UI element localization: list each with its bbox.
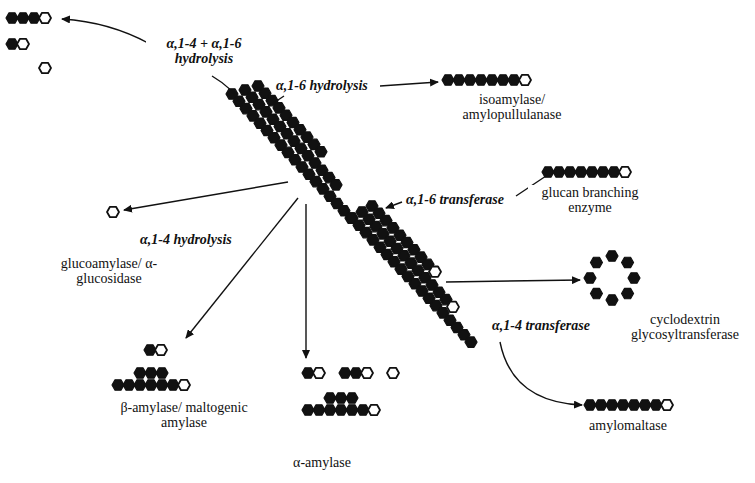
glucose-unit bbox=[519, 75, 531, 85]
glucose-unit bbox=[330, 180, 342, 190]
reaction-label: α,1-6 hydrolysis bbox=[274, 78, 370, 93]
glucose-unit bbox=[302, 405, 314, 415]
glucose-unit bbox=[335, 405, 347, 415]
glucose-unit bbox=[178, 380, 190, 390]
glucose-unit bbox=[606, 295, 618, 305]
glucose-unit bbox=[586, 167, 598, 177]
glucose-unit bbox=[134, 368, 146, 378]
glucose-unit bbox=[584, 273, 596, 283]
glucose-unit bbox=[606, 400, 618, 410]
glucose-unit bbox=[453, 75, 465, 85]
reaction-label: α,1-4 transferase bbox=[490, 318, 592, 333]
arrow bbox=[186, 198, 298, 338]
glucose-unit bbox=[595, 400, 607, 410]
glucose-unit bbox=[339, 368, 351, 378]
reaction-label: α,1-6 transferase bbox=[404, 192, 506, 207]
reaction-label: α,1-4 + α,1-6 hydrolysis bbox=[146, 36, 262, 67]
glucose-unit bbox=[17, 39, 29, 49]
glucose-unit bbox=[442, 75, 454, 85]
enzyme-label: glucan branching enzyme bbox=[528, 185, 652, 216]
glucose-unit bbox=[346, 405, 358, 415]
glucose-unit bbox=[123, 380, 135, 390]
glucose-unit bbox=[617, 400, 629, 410]
glucose-unit bbox=[145, 368, 157, 378]
glucose-unit bbox=[542, 167, 554, 177]
glucose-unit bbox=[335, 393, 347, 403]
glucose-unit bbox=[6, 13, 18, 23]
glucose-unit bbox=[447, 302, 459, 312]
glucose-unit bbox=[313, 368, 325, 378]
glucose-unit bbox=[628, 400, 640, 410]
arrow bbox=[305, 204, 306, 358]
glucose-unit bbox=[17, 13, 29, 23]
enzyme-label: cyclodextrin glycosyltransferase bbox=[619, 312, 751, 343]
glucose-unit bbox=[619, 167, 631, 177]
glucose-unit bbox=[628, 273, 640, 283]
glucose-unit bbox=[606, 251, 618, 261]
leader-line bbox=[212, 76, 240, 102]
glucose-unit bbox=[564, 167, 576, 177]
glucose-unit bbox=[315, 147, 327, 157]
glucose-unit bbox=[156, 380, 168, 390]
glucose-unit bbox=[324, 393, 336, 403]
glucose-unit bbox=[361, 368, 373, 378]
glucose-unit bbox=[575, 167, 587, 177]
glucose-units bbox=[6, 13, 673, 415]
arrow bbox=[386, 202, 402, 208]
glucose-unit bbox=[313, 405, 325, 415]
arrow bbox=[124, 182, 288, 210]
glucose-unit bbox=[39, 13, 51, 23]
glucose-unit bbox=[464, 75, 476, 85]
enzyme-label: amylomaltase bbox=[570, 418, 686, 433]
glucose-unit bbox=[387, 368, 399, 378]
glucose-unit bbox=[661, 400, 673, 410]
glucose-unit bbox=[590, 257, 602, 267]
glucose-unit bbox=[155, 345, 167, 355]
glucose-unit bbox=[486, 75, 498, 85]
glucose-unit bbox=[39, 63, 51, 73]
enzyme-label: β-amylase/ maltogenic amylase bbox=[110, 400, 258, 431]
glucose-unit bbox=[368, 405, 380, 415]
enzyme-label: glucoamylase/ α-glucosidase bbox=[45, 256, 173, 287]
glucose-unit bbox=[134, 380, 146, 390]
glucose-unit bbox=[145, 380, 157, 390]
glucose-unit bbox=[324, 405, 336, 415]
arrow bbox=[500, 342, 582, 405]
glucose-unit bbox=[597, 167, 609, 177]
arrow bbox=[380, 82, 438, 86]
glucose-unit bbox=[107, 207, 119, 217]
glucose-unit bbox=[465, 337, 477, 347]
glucose-unit bbox=[553, 167, 565, 177]
glucose-unit bbox=[429, 267, 441, 277]
glucose-unit bbox=[156, 368, 168, 378]
reaction-label: α,1-4 hydrolysis bbox=[138, 232, 234, 247]
arrow bbox=[62, 19, 150, 44]
enzyme-label: isoamylase/ amylopullulanase bbox=[440, 92, 584, 123]
arrow bbox=[446, 280, 580, 282]
glucose-unit bbox=[590, 288, 602, 298]
glucose-unit bbox=[622, 288, 634, 298]
glucose-unit bbox=[346, 393, 358, 403]
glucose-unit bbox=[622, 257, 634, 267]
glucose-unit bbox=[497, 75, 509, 85]
enzyme-label: α-amylase bbox=[270, 455, 374, 470]
glucose-unit bbox=[475, 75, 487, 85]
leader-line bbox=[266, 96, 284, 108]
glucose-unit bbox=[584, 400, 596, 410]
glucose-unit bbox=[639, 400, 651, 410]
reaction-arrows bbox=[62, 19, 582, 405]
glucose-unit bbox=[112, 380, 124, 390]
